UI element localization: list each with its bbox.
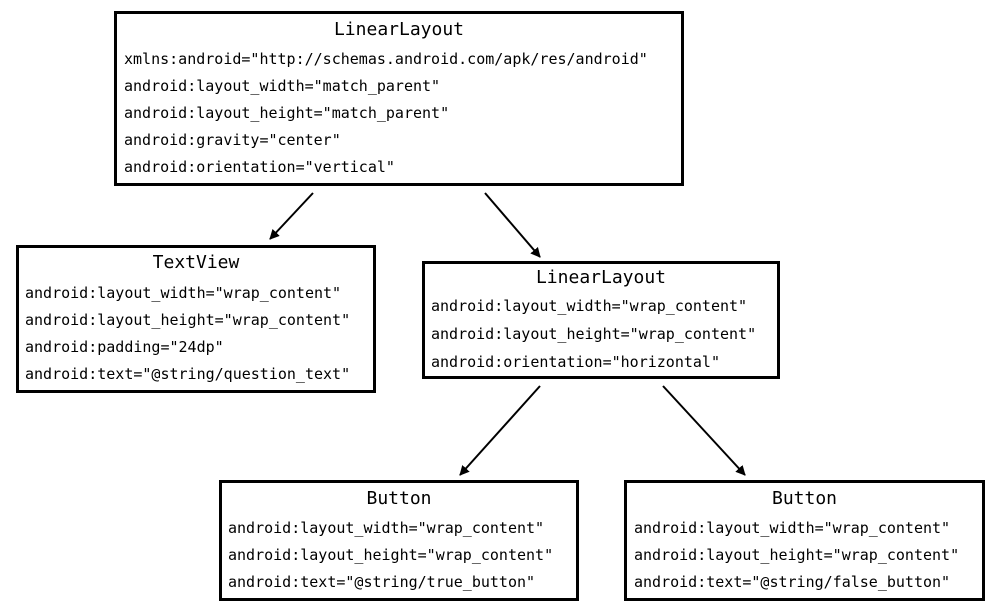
inner-linearlayout-node: LinearLayout android:layout_width="wrap_… <box>422 261 780 379</box>
node-title: Button <box>366 488 432 509</box>
root-linearlayout-node: LinearLayout xmlns:android="http://schem… <box>114 11 684 186</box>
node-attribute: android:layout_height="wrap_content" <box>431 325 757 343</box>
node-attribute: android:layout_height="wrap_content" <box>228 546 554 564</box>
node-attribute: android:gravity="center" <box>124 131 341 149</box>
edge-root-to-textview <box>269 192 314 240</box>
node-title: LinearLayout <box>535 267 667 288</box>
node-attribute: android:text="@string/question_text" <box>25 365 351 383</box>
textview-node: TextView android:layout_width="wrap_cont… <box>16 245 376 393</box>
false-button-node: Button android:layout_width="wrap_conten… <box>624 480 985 601</box>
node-attribute: android:layout_width="wrap_content" <box>634 519 951 537</box>
node-attribute: android:layout_height="wrap_content" <box>634 546 960 564</box>
node-attribute: android:layout_height="wrap_content" <box>25 311 351 329</box>
node-attribute: android:text="@string/false_button" <box>634 573 951 591</box>
edge-inner-layout-to-false-button <box>662 385 746 476</box>
node-attribute: android:padding="24dp" <box>25 338 224 356</box>
node-attribute: android:layout_width="wrap_content" <box>25 284 342 302</box>
node-attribute: android:layout_height="match_parent" <box>124 104 450 122</box>
edge-inner-layout-to-true-button <box>459 385 541 476</box>
node-attribute: android:layout_width="match_parent" <box>124 77 441 95</box>
node-attribute: android:orientation="horizontal" <box>431 353 720 371</box>
node-title: TextView <box>152 252 240 273</box>
node-title: Button <box>771 488 838 509</box>
true-button-node: Button android:layout_width="wrap_conten… <box>219 480 579 601</box>
edge-root-to-inner-layout <box>484 192 541 258</box>
node-attribute: android:layout_width="wrap_content" <box>431 297 748 315</box>
node-attribute: xmlns:android="http://schemas.android.co… <box>124 50 648 68</box>
node-attribute: android:text="@string/true_button" <box>228 573 536 591</box>
node-attribute: android:orientation="vertical" <box>124 158 395 176</box>
node-attribute: android:layout_width="wrap_content" <box>228 519 545 537</box>
node-title: LinearLayout <box>333 19 465 40</box>
